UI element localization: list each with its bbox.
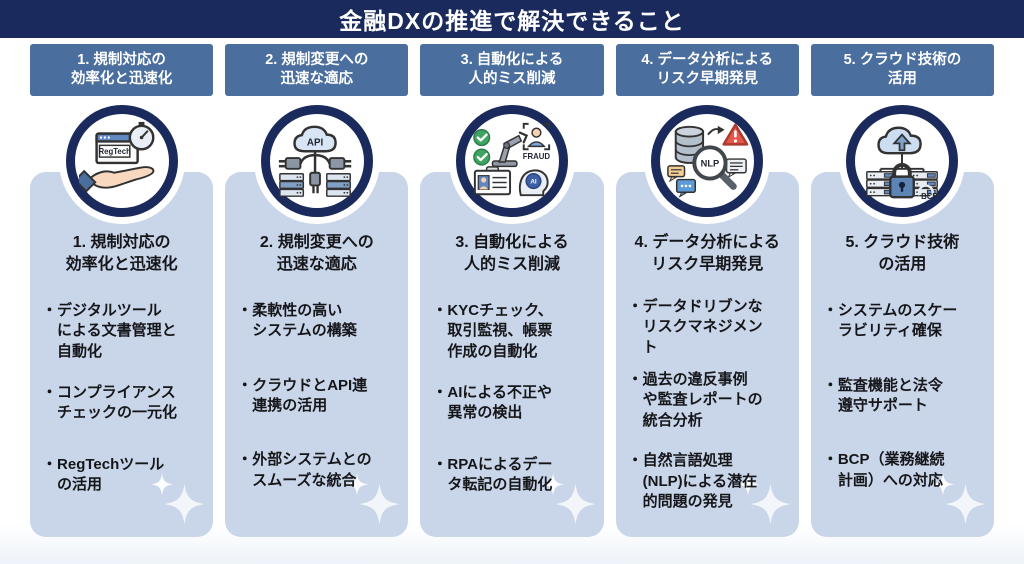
sparkle-icon (736, 473, 791, 525)
data-analysis-nlp-icon: NLP (667, 123, 749, 198)
bullet-item: ・AIによる不正や 異常の検出 (432, 383, 591, 424)
sparkle-icon (346, 473, 401, 525)
bullet-marker: ・ (822, 301, 838, 319)
title-bar: 金融DXの推進で解決できること (0, 0, 1024, 38)
column-2-card: 2. 規制変更への 迅速な適応 ・柔軟性の高い システムの構築 ・クラウドとAP… (225, 172, 409, 537)
bullet-item: ・クラウドとAPI連 連携の活用 (237, 376, 396, 417)
cloud-bcp-lock-icon: BCP (866, 126, 939, 201)
bullet-marker: ・ (432, 383, 448, 401)
column-2-card-title: 2. 規制変更への 迅速な適応 (259, 234, 374, 274)
bullet-marker: ・ (237, 301, 253, 319)
column-5-icon-circle: BCP (846, 105, 959, 217)
column-2-bullet-list: ・柔軟性の高い システムの構築 ・クラウドとAPI連 連携の活用 ・外部システム… (234, 301, 399, 491)
regtech-hand-icon: RegTech (78, 121, 155, 193)
fraud-label: FRAUD (523, 152, 551, 161)
column-5-card: 5. クラウド技術 の活用 ・システムのスケー ラビリティ確保 ・監査機能と法令… (810, 172, 995, 537)
bullet-item: ・コンプライアンス チェックの一元化 (42, 383, 201, 424)
bullet-marker: ・ (237, 376, 253, 394)
columns-container: 1. 規制対応の 効率化と迅速化 RegTech 1. 規制対応の 効率化と迅速… (30, 44, 995, 537)
bullet-item: ・KYCチェック、 取引監視、帳票 作成の自動化 (432, 301, 591, 362)
column-automation: 3. 自動化による 人的ミス削減 FRAUD (420, 44, 604, 537)
column-1-header: 1. 規制対応の 効率化と迅速化 (30, 44, 214, 96)
bullet-item: ・RegTechツール の活用 (42, 455, 201, 496)
bullet-marker: ・ (237, 451, 253, 469)
bullet-marker: ・ (432, 455, 448, 473)
column-5-header: 5. クラウド技術の 活用 (810, 44, 995, 96)
bullet-item: ・データドリブンな リスクマネジメン ト (628, 297, 787, 358)
column-regulatory-efficiency: 1. 規制対応の 効率化と迅速化 RegTech 1. 規制対応の 効率化と迅速… (30, 44, 214, 537)
bullet-item: ・外部システムとの スムーズな統合 (237, 450, 396, 491)
bullet-marker: ・ (42, 455, 58, 473)
column-4-bullet-list: ・データドリブンな リスクマネジメン ト ・過去の違反事例 や監査レポートの 統… (625, 297, 790, 513)
sparkle-icon (151, 473, 205, 525)
column-5-bullet-list: ・システムのスケー ラビリティ確保 ・監査機能と法令 遵守サポート ・BCP（業… (820, 301, 985, 491)
column-5-card-title: 5. クラウド技術 の活用 (845, 234, 960, 274)
page-title: 金融DXの推進で解決できること (339, 8, 685, 34)
bullet-marker: ・ (432, 301, 448, 319)
automation-robot-icon: FRAUD AI (473, 122, 551, 197)
nlp-label: NLP (701, 158, 720, 168)
column-3-bullet-list: ・KYCチェック、 取引監視、帳票 作成の自動化 ・AIによる不正や 異常の検出… (429, 301, 594, 496)
bullet-marker: ・ (822, 376, 838, 394)
column-4-card-title: 4. データ分析による リスク早期発見 (634, 234, 780, 274)
column-1-card: 1. 規制対応の 効率化と迅速化 ・デジタルツール による文書管理と 自動化 ・… (30, 172, 214, 537)
bullet-item: ・BCP（業務継続 計画）への対応 (823, 450, 982, 491)
column-3-icon-circle: FRAUD AI (456, 105, 568, 217)
bullet-marker: ・ (627, 452, 643, 470)
bcp-label: BCP (922, 192, 938, 201)
ai-label: AI (530, 178, 537, 185)
bullet-marker: ・ (822, 451, 838, 469)
column-2-header: 2. 規制変更への 迅速な適応 (225, 44, 409, 96)
regtech-label: RegTech (98, 147, 131, 156)
column-4-header: 4. データ分析による リスク早期発見 (615, 44, 799, 96)
column-regulation-change: 2. 規制変更への 迅速な適応 API (225, 44, 409, 537)
column-1-bullet-list: ・デジタルツール による文書管理と 自動化 ・コンプライアンス チェックの一元化… (39, 301, 204, 496)
column-4-icon-circle: NLP (651, 105, 764, 217)
column-cloud-technology: 5. クラウド技術の 活用 (810, 44, 995, 537)
column-4-card: 4. データ分析による リスク早期発見 ・データドリブンな リスクマネジメン ト… (615, 172, 799, 537)
bullet-marker: ・ (627, 370, 643, 388)
column-3-card-title: 3. 自動化による 人的ミス削減 (455, 234, 569, 274)
column-1-card-title: 1. 規制対応の 効率化と迅速化 (65, 234, 178, 274)
column-3-card: 3. 自動化による 人的ミス削減 ・KYCチェック、 取引監視、帳票 作成の自動… (420, 172, 604, 537)
bullet-marker: ・ (627, 297, 643, 315)
column-2-icon-circle: API (260, 105, 373, 217)
bullet-item: ・自然言語処理 (NLP)による潜在 的問題の発見 (628, 451, 787, 512)
sparkle-icon (931, 473, 986, 525)
sparkle-icon (541, 473, 596, 525)
api-label: API (307, 137, 324, 148)
bullet-item: ・監査機能と法令 遵守サポート (823, 376, 982, 417)
bullet-item: ・柔軟性の高い システムの構築 (237, 301, 396, 342)
bullet-marker: ・ (42, 301, 58, 319)
api-cloud-icon: API (278, 125, 352, 197)
bullet-item: ・過去の違反事例 や監査レポートの 統合分析 (628, 370, 787, 431)
column-3-header: 3. 自動化による 人的ミス削減 (420, 44, 604, 96)
bullet-item: ・システムのスケー ラビリティ確保 (823, 301, 982, 342)
column-data-analysis: 4. データ分析による リスク早期発見 (615, 44, 799, 537)
bullet-item: ・RPAによるデー タ転記の自動化 (432, 455, 591, 496)
bullet-marker: ・ (42, 383, 58, 401)
column-1-icon-circle: RegTech (65, 105, 178, 217)
bullet-item: ・デジタルツール による文書管理と 自動化 (42, 301, 201, 362)
